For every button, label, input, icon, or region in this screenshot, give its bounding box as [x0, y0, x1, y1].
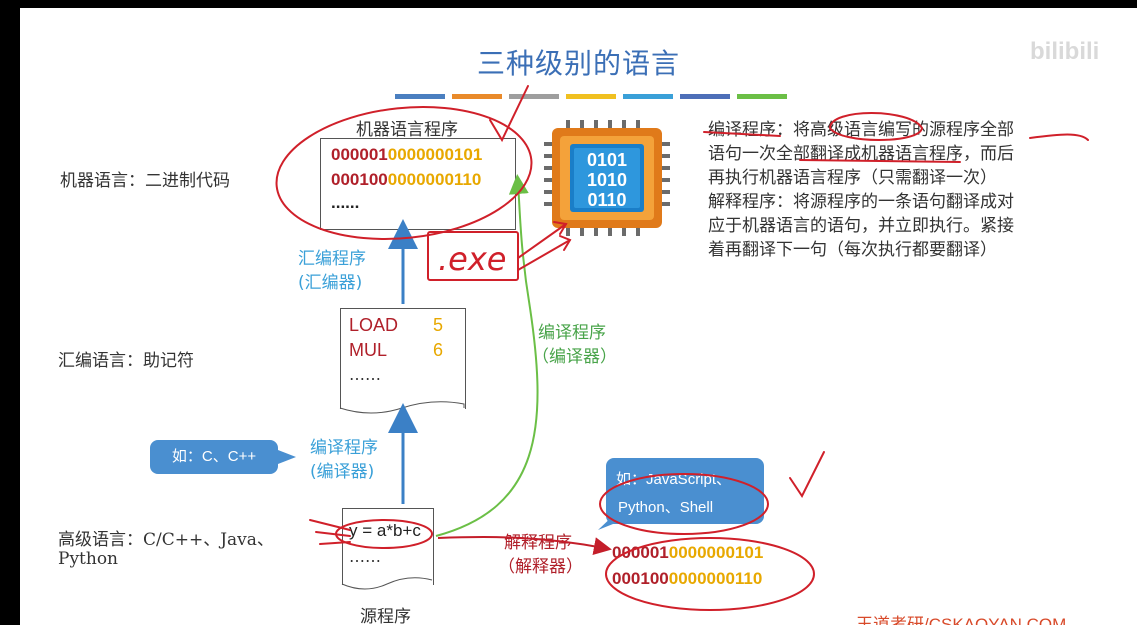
handwritten-annotations — [275, 85, 1089, 611]
source-program-caption: 源程序 — [360, 607, 411, 625]
interp-desc-line1: 解释程序：将源程序的一条语句翻译成对 — [708, 192, 1014, 212]
interpreter-label-line2: （解释器） — [498, 557, 583, 577]
machine-code-ellipsis: ...... — [331, 193, 360, 212]
assembly-arg2: 6 — [433, 340, 444, 360]
machine-program-box: 0000010000000101 0001000000000110 ...... — [320, 138, 516, 230]
compile-desc-line1: 编译程序：将高级语言编写的源程序全部 — [708, 120, 1014, 140]
compile-desc-line3: 再执行机器语言程序（只需翻译一次） — [708, 168, 997, 188]
compiler-direct-label-line1: 编译程序 — [538, 323, 606, 343]
chip-line1: 0101 — [587, 150, 627, 170]
circle-high-level — [829, 112, 924, 141]
interpreter-output-line1: 0000010000000101 — [612, 543, 764, 562]
machine-box-circle — [275, 105, 533, 241]
high-level-language-label-line1: 高级语言：C/C++、Java、 — [58, 530, 274, 550]
source-arrow-lines — [309, 519, 351, 545]
assembler-label-line2: (汇编器) — [298, 273, 363, 293]
exe-arrow-2-head — [559, 235, 572, 251]
bilibili-watermark: bilibili — [1030, 38, 1100, 65]
compile-desc-line2: 语句一次全部翻译成机器语言程序，而后 — [708, 144, 1014, 164]
compiler-direct-label-line2: （编译器） — [532, 347, 617, 367]
color-bar-segment — [452, 94, 502, 99]
cpu-chip-icon: 0101 1010 0110 — [544, 120, 670, 236]
machine-code-line1: 0000010000000101 — [331, 145, 483, 164]
compiled-bubble-tail — [278, 450, 296, 464]
exe-arrow-1 — [517, 223, 567, 259]
footer-brand: 王道考研/CSKAOYAN.COM — [856, 615, 1067, 625]
color-bar-segment — [566, 94, 616, 99]
checkmark-interp — [789, 451, 825, 498]
slide: 三种级别的语言 机器语言：二进制代码 汇编语言：助记符 高级语言：C/C++、J… — [20, 8, 1137, 625]
assembly-arg1: 5 — [433, 315, 444, 335]
arrow-interpret — [437, 536, 612, 556]
underline-compile-1 — [703, 131, 781, 137]
machine-language-label: 机器语言：二进制代码 — [60, 171, 230, 191]
assembler-label-line1: 汇编程序 — [298, 249, 366, 269]
diagram-graphics: 0101 1010 0110 .exe — [275, 85, 1089, 611]
exe-arrow-2 — [517, 239, 571, 271]
arrow-compile-direct — [435, 174, 539, 537]
color-bar-segment — [680, 94, 730, 99]
compiler-label-line2: (编译器) — [310, 462, 375, 482]
interpreted-examples-bubble: 如：JavaScript、 Python、Shell — [606, 458, 764, 524]
assembly-box-wave — [339, 401, 465, 414]
machine-code-line2: 0001000000000110 — [331, 170, 482, 189]
interp-desc-line3: 着再翻译下一句（每次执行都要翻译） — [708, 240, 997, 260]
slide-title: 三种级别的语言 — [476, 47, 680, 80]
assembly-op1: LOAD — [349, 315, 399, 335]
interp-desc-line2: 应于机器语言的语句，并立即执行。紧接 — [708, 216, 1014, 236]
high-level-language-label-line2: Python — [58, 549, 119, 569]
interpreter-output-line2: 0001000000000110 — [612, 569, 763, 588]
exe-arrow-1-head — [553, 221, 568, 235]
machine-program-title: 机器语言程序 — [356, 120, 458, 140]
interpreted-bubble-tail — [598, 513, 628, 530]
source-code-line1: y = a*b+c — [349, 521, 421, 540]
exe-annotation: .exe — [438, 240, 506, 278]
underline-compile-2 — [799, 133, 1089, 163]
interpreted-examples-line2: Python、Shell — [618, 499, 714, 516]
chip-line3: 0110 — [587, 190, 626, 210]
assembly-ellipsis: …… — [349, 365, 381, 384]
compiler-label-line1: 编译程序 — [310, 438, 378, 458]
color-bar-segment — [395, 94, 445, 99]
assembly-program-box: LOAD 5 MUL 6 …… — [340, 308, 466, 409]
chip-line2: 1010 — [587, 170, 627, 190]
interp-output-circle — [605, 537, 815, 611]
assembly-language-label: 汇编语言：助记符 — [58, 351, 194, 371]
assembly-op2: MUL — [349, 340, 388, 360]
color-bar-segment — [509, 94, 559, 99]
source-box-wave — [341, 577, 433, 590]
color-bar-segment — [737, 94, 787, 99]
checkmark-machine — [489, 85, 529, 143]
source-code-ellipsis: …… — [349, 547, 381, 566]
source-line-circle — [335, 519, 433, 549]
compiled-examples-bubble: 如：C、C++ — [150, 440, 278, 474]
exe-box — [427, 231, 519, 281]
interp-bubble-circle — [599, 473, 769, 535]
color-bar-segment — [623, 94, 673, 99]
